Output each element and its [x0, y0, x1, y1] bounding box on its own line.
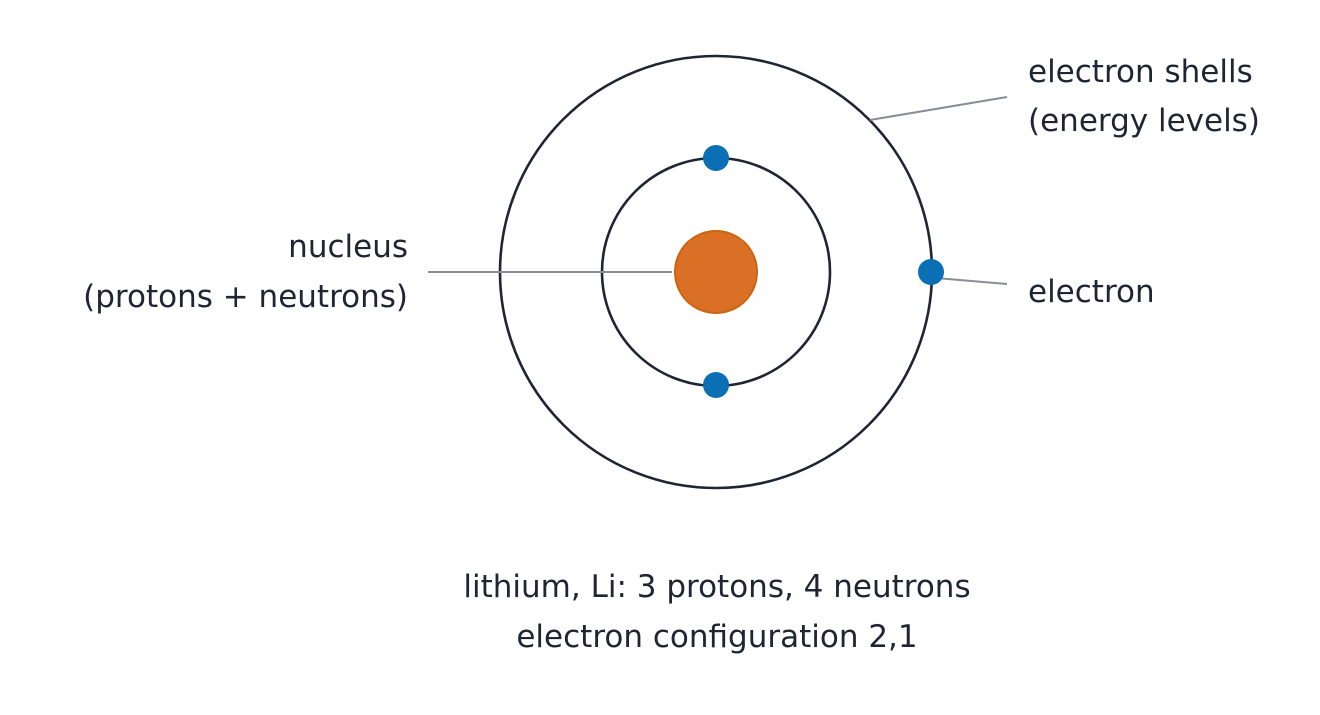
electron-inner-top	[703, 145, 729, 171]
nucleus	[674, 230, 758, 314]
electron-outer-right	[918, 259, 944, 285]
electron-leader-line	[935, 277, 1008, 285]
caption-line2: electron configuration 2,1	[516, 619, 917, 655]
nucleus-label-line1: nucleus	[288, 229, 408, 265]
electron-inner-bottom	[703, 372, 729, 398]
shells-label-line2: (energy levels)	[1028, 103, 1260, 139]
caption-line1: lithium, Li: 3 protons, 4 neutrons	[463, 569, 970, 605]
electron-label: electron	[1028, 274, 1155, 310]
nucleus-label-line2: (protons + neutrons)	[83, 279, 408, 315]
shells-leader-line	[869, 96, 1008, 121]
shells-label-line1: electron shells	[1028, 54, 1253, 90]
